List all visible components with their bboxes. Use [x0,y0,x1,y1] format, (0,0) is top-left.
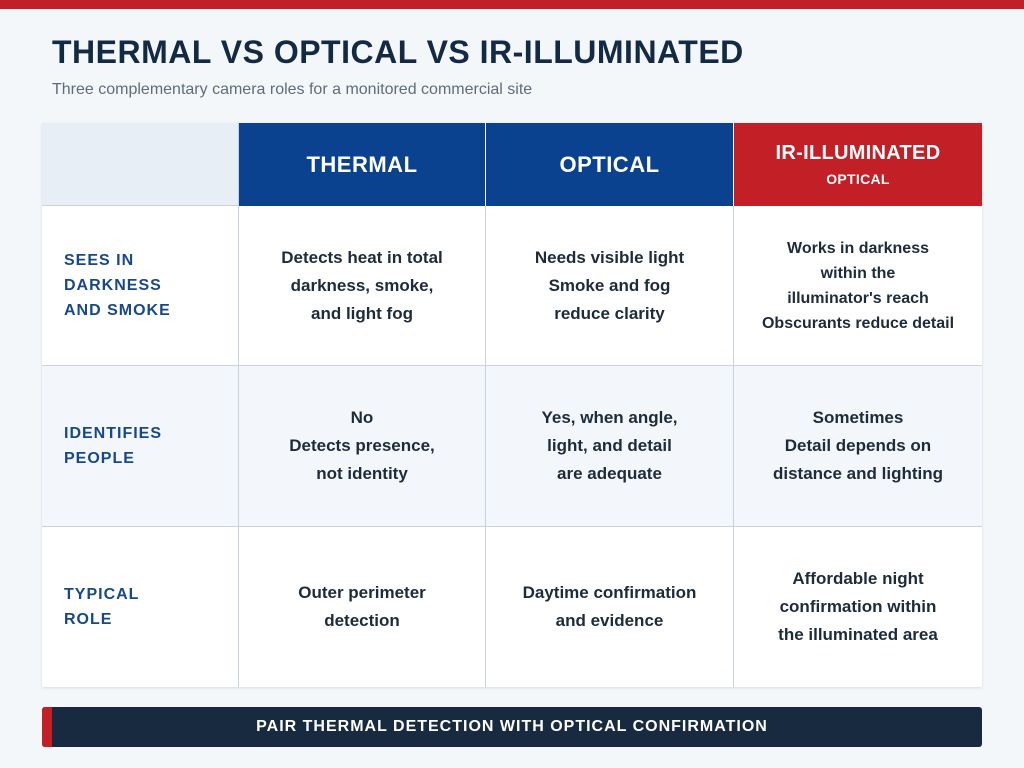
footer-banner: PAIR THERMAL DETECTION WITH OPTICAL CONF… [42,707,982,747]
column-header-ir-illuminated: IR-ILLUMINATED OPTICAL [734,123,982,206]
page-subtitle: Three complementary camera roles for a m… [52,81,533,98]
column-header-ir-main-label: IR-ILLUMINATED [775,142,941,164]
comparison-table: THERMAL OPTICAL IR-ILLUMINATED OPTICAL S… [42,123,982,687]
top-accent-bar [0,0,1024,9]
column-header-optical: OPTICAL [486,123,734,206]
column-header-optical-label: OPTICAL [559,151,660,177]
column-header-thermal: THERMAL [239,123,486,206]
footer-text: PAIR THERMAL DETECTION WITH OPTICAL CONF… [256,718,768,735]
footer-accent-bar [42,707,52,747]
column-header-thermal-label: THERMAL [306,151,418,177]
page-title: THERMAL VS OPTICAL VS IR-ILLUMINATED [52,34,744,70]
table-corner-cell [42,123,239,206]
column-header-ir-sub-label: OPTICAL [826,171,890,187]
